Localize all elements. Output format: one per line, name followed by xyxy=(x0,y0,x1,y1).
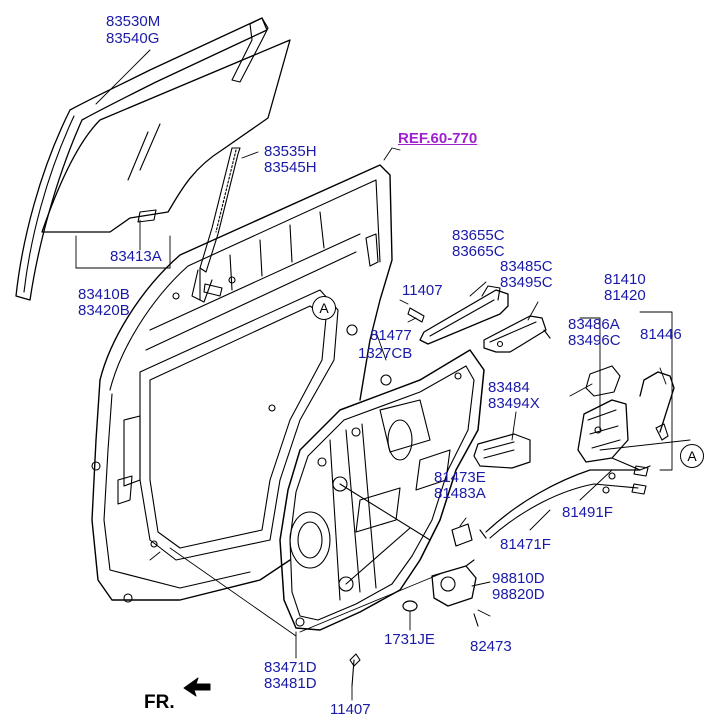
inside-handle xyxy=(473,433,531,469)
label-81471f: 81471F xyxy=(500,536,551,553)
label-83494x: 83494X xyxy=(488,395,540,412)
latch-rod xyxy=(639,371,675,441)
label-83655c: 83655C xyxy=(452,227,505,244)
label-1327cb: 1327CB xyxy=(358,345,413,362)
outside-handle xyxy=(419,285,509,345)
front-arrow-icon xyxy=(183,677,211,697)
window-motor xyxy=(431,559,477,607)
label-83485c: 83485C xyxy=(500,258,553,275)
label-81491f: 81491F xyxy=(562,504,613,521)
label-83413a: 83413A xyxy=(110,248,162,265)
cable-bracket xyxy=(451,523,473,547)
label-83540g: 83540G xyxy=(106,30,160,47)
label-83545h: 83545H xyxy=(264,159,317,176)
label-11407-lower: 11407 xyxy=(330,701,371,718)
label-83530m: 83530M xyxy=(106,13,161,30)
label-83496c: 83496C xyxy=(568,332,621,349)
label-98820d: 98820D xyxy=(492,586,545,603)
reference-link[interactable]: REF.60-770 xyxy=(398,130,478,147)
label-83481d: 83481D xyxy=(264,675,317,692)
door-cables xyxy=(479,465,649,539)
leader-lines xyxy=(75,49,691,701)
handle-bracket xyxy=(483,315,551,353)
label-1731je: 1731JE xyxy=(384,631,435,648)
latch-cover xyxy=(585,365,621,397)
module-panel xyxy=(279,349,485,631)
label-83410b: 83410B xyxy=(78,286,130,303)
label-83486a: 83486A xyxy=(568,316,620,333)
label-83484: 83484 xyxy=(488,379,530,396)
label-81446: 81446 xyxy=(640,326,682,343)
label-82473: 82473 xyxy=(470,638,512,655)
label-83535h: 83535H xyxy=(264,143,317,160)
glass-run-strip xyxy=(15,17,269,301)
callout-a-left: A xyxy=(312,296,336,320)
label-81477: 81477 xyxy=(370,327,412,344)
grommet xyxy=(402,600,418,612)
label-81420: 81420 xyxy=(604,287,646,304)
door-frame xyxy=(91,164,393,603)
label-83495c: 83495C xyxy=(500,274,553,291)
label-81483a: 81483A xyxy=(434,485,486,502)
door-channel xyxy=(191,147,241,303)
front-marker-label: FR. xyxy=(144,692,175,713)
door-glass xyxy=(41,39,291,233)
label-11407-upper: 11407 xyxy=(402,282,443,299)
label-98810d: 98810D xyxy=(492,570,545,587)
fasteners xyxy=(349,307,479,687)
callout-a-right: A xyxy=(680,444,704,468)
label-83471d: 83471D xyxy=(264,659,317,676)
label-83420b: 83420B xyxy=(78,302,130,319)
label-81410: 81410 xyxy=(604,271,646,288)
label-83665c: 83665C xyxy=(452,243,505,260)
label-81473e: 81473E xyxy=(434,469,486,486)
door-latch xyxy=(577,399,651,471)
